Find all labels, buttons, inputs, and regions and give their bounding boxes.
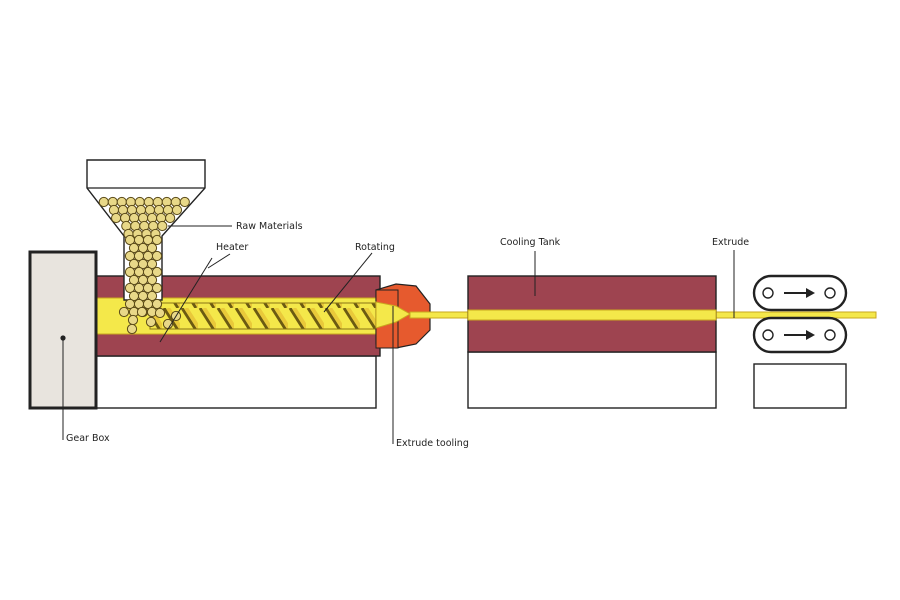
puller-roller <box>762 329 774 341</box>
pellet <box>145 316 157 328</box>
pellet <box>157 220 168 232</box>
extruder-base <box>95 355 377 409</box>
cooling-tank-channel <box>467 309 717 321</box>
pellet <box>171 204 183 216</box>
pellet <box>146 242 158 254</box>
pellet <box>146 258 158 270</box>
rotating-screw <box>149 302 377 330</box>
pellet <box>165 212 176 224</box>
cooling-tank-stand <box>467 351 717 409</box>
pellet <box>151 282 163 294</box>
pellet <box>154 307 166 319</box>
puller-roller <box>824 287 836 299</box>
pellet <box>146 274 158 286</box>
pellet <box>151 250 163 262</box>
label-rotating: Rotating <box>355 242 395 253</box>
pellet <box>151 298 163 310</box>
right-arrow-icon <box>784 330 815 340</box>
pellet <box>126 323 138 335</box>
right-arrow-icon <box>784 288 815 298</box>
leader-lines <box>62 225 735 444</box>
puller-roller <box>762 287 774 299</box>
pellet <box>146 290 158 302</box>
pellet <box>118 306 130 318</box>
label-cooling-tank: Cooling Tank <box>500 237 561 248</box>
pellet <box>98 196 109 208</box>
pellet <box>136 306 148 318</box>
label-gear-box: Gear Box <box>66 433 110 444</box>
pellet <box>151 234 163 246</box>
pellet <box>151 266 163 278</box>
pellet <box>127 314 139 326</box>
pellet <box>179 196 190 208</box>
label-extrude-tooling: Extrude tooling <box>396 438 469 449</box>
pellet <box>111 212 122 224</box>
puller-stand <box>753 363 847 409</box>
label-extrude: Extrude <box>712 237 749 248</box>
label-raw-materials: Raw Materials <box>236 221 303 232</box>
label-heater: Heater <box>216 242 248 253</box>
puller-roller <box>824 329 836 341</box>
